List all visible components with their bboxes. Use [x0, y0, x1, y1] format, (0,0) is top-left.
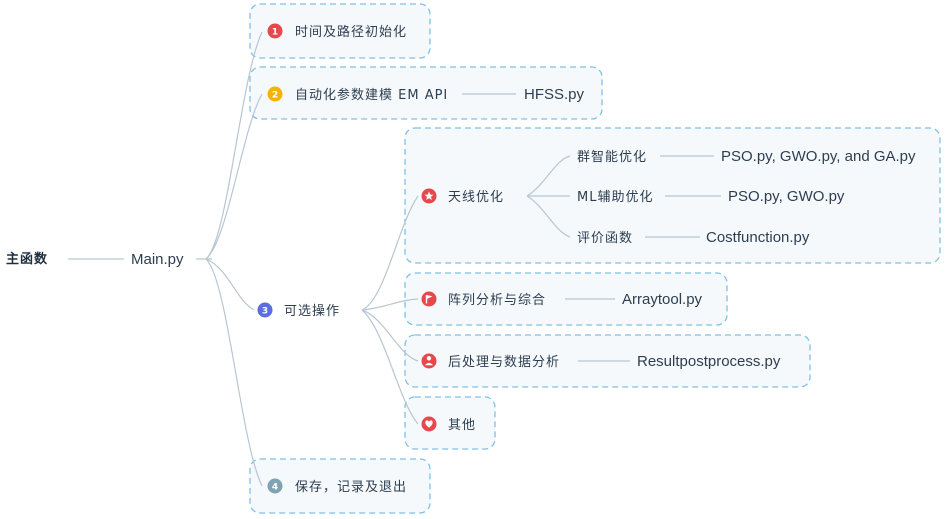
node-init: 时间及路径初始化 — [295, 24, 407, 40]
node-other: 其他 — [448, 418, 476, 433]
root-node: 主函数 — [6, 251, 48, 267]
group-box-2 — [249, 66, 603, 120]
connector-3-other — [361, 309, 419, 425]
group-box-other — [404, 396, 496, 450]
marker-1-icon — [267, 23, 283, 39]
branch-other: 其他 — [421, 416, 476, 433]
node-postprocess-file: Resultpostprocess.py — [637, 353, 781, 370]
branch-1: 1 时间及路径初始化 — [267, 23, 407, 40]
marker-1-number: 1 — [272, 28, 278, 38]
connector-3-antenna — [361, 195, 419, 311]
branch-2: 2 自动化参数建模 EM API HFSS.py — [267, 86, 585, 103]
marker-3-icon — [257, 302, 273, 318]
node-ml-opt: ML辅助优化 — [577, 190, 653, 205]
main-node: Main.py — [131, 251, 184, 268]
marker-2-number: 2 — [272, 91, 278, 101]
connector-antenna-cost — [526, 195, 571, 238]
node-swarm-files: PSO.py, GWO.py, and GA.py — [721, 148, 916, 165]
connector-main-1 — [205, 31, 263, 260]
node-ml-files: PSO.py, GWO.py — [728, 188, 845, 205]
node-auto-modeling: 自动化参数建模 EM API — [295, 87, 448, 103]
marker-4-number: 4 — [272, 483, 278, 493]
node-postprocess: 后处理与数据分析 — [448, 355, 560, 370]
branch-3: 3 可选操作 — [257, 302, 340, 319]
node-swarm-opt: 群智能优化 — [577, 150, 647, 165]
connector-3-array — [361, 298, 419, 311]
node-cost-file: Costfunction.py — [706, 229, 810, 246]
branch-antenna: 天线优化 群智能优化 PSO.py, GWO.py, and GA.py ML辅… — [421, 148, 916, 246]
connector-main-4 — [205, 258, 263, 487]
branch-array: 阵列分析与综合 Arraytool.py — [421, 291, 703, 308]
branch-4: 4 保存，记录及退出 — [267, 478, 407, 495]
node-antenna-opt: 天线优化 — [448, 190, 504, 205]
node-hfss: HFSS.py — [524, 86, 585, 103]
node-array: 阵列分析与综合 — [448, 293, 546, 308]
marker-4-icon — [267, 478, 283, 494]
connector-antenna-swarm — [526, 155, 571, 197]
connector-main-3 — [205, 258, 255, 311]
node-cost-func: 评价函数 — [577, 231, 633, 246]
node-save-exit: 保存，记录及退出 — [295, 480, 407, 495]
marker-3-number: 3 — [262, 307, 268, 317]
group-box-4 — [249, 458, 431, 514]
node-array-file: Arraytool.py — [622, 291, 703, 308]
node-optional-ops: 可选操作 — [284, 303, 340, 319]
group-box-1 — [249, 3, 431, 59]
flag-icon — [421, 291, 437, 307]
connector-3-post — [361, 309, 419, 362]
branch-postprocess: 后处理与数据分析 Resultpostprocess.py — [421, 353, 781, 370]
person-icon — [421, 353, 437, 369]
connectors — [68, 31, 721, 487]
marker-2-icon — [267, 86, 283, 102]
connector-main-2 — [205, 93, 263, 260]
